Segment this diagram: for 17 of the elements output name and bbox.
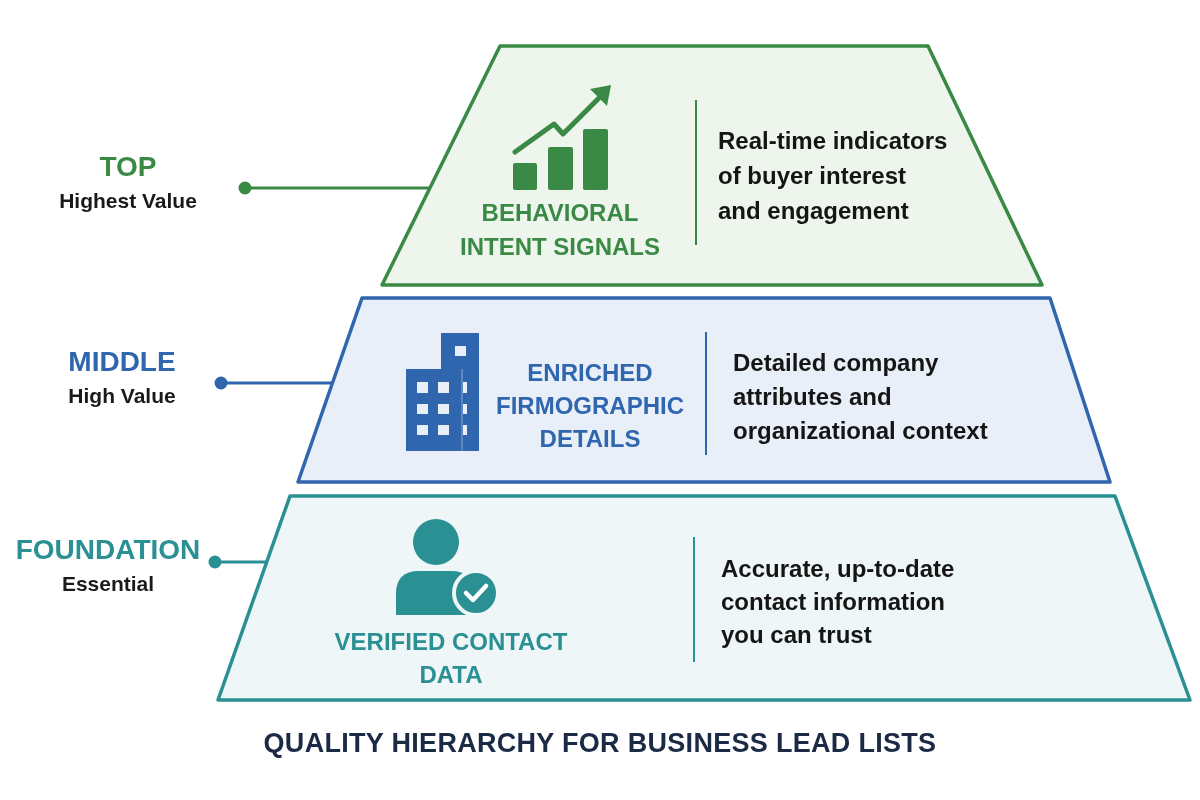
value-label: Essential <box>61 571 155 597</box>
tier-label: TOP <box>99 150 157 184</box>
tier-description: Accurate, up-to-date contact information you can trust <box>721 554 956 650</box>
tier-description: Detailed company attributes and organizational context <box>733 348 989 446</box>
value-label: Highest Value <box>59 188 197 214</box>
diagram-title: QUALITY HIERARCHY FOR BUSINESS LEAD LISTS <box>263 728 937 759</box>
tier-title: VERIFIED CONTACT DATA <box>333 627 569 690</box>
value-label: High Value <box>68 383 176 409</box>
tier-label: MIDDLE <box>68 345 176 379</box>
tier-description: Real-time indicators of buyer interest and engagement <box>718 126 949 226</box>
connector-line <box>238 181 430 195</box>
tier-label: FOUNDATION <box>15 533 201 567</box>
tier-title: BEHAVIORAL INTENT SIGNALS <box>459 198 661 262</box>
trapezoid-tier <box>218 496 1190 700</box>
tier-title: ENRICHED FIRMOGRAPHIC DETAILS <box>495 358 685 454</box>
trapezoid-tier <box>382 46 1042 285</box>
trapezoid-tier <box>298 298 1110 482</box>
